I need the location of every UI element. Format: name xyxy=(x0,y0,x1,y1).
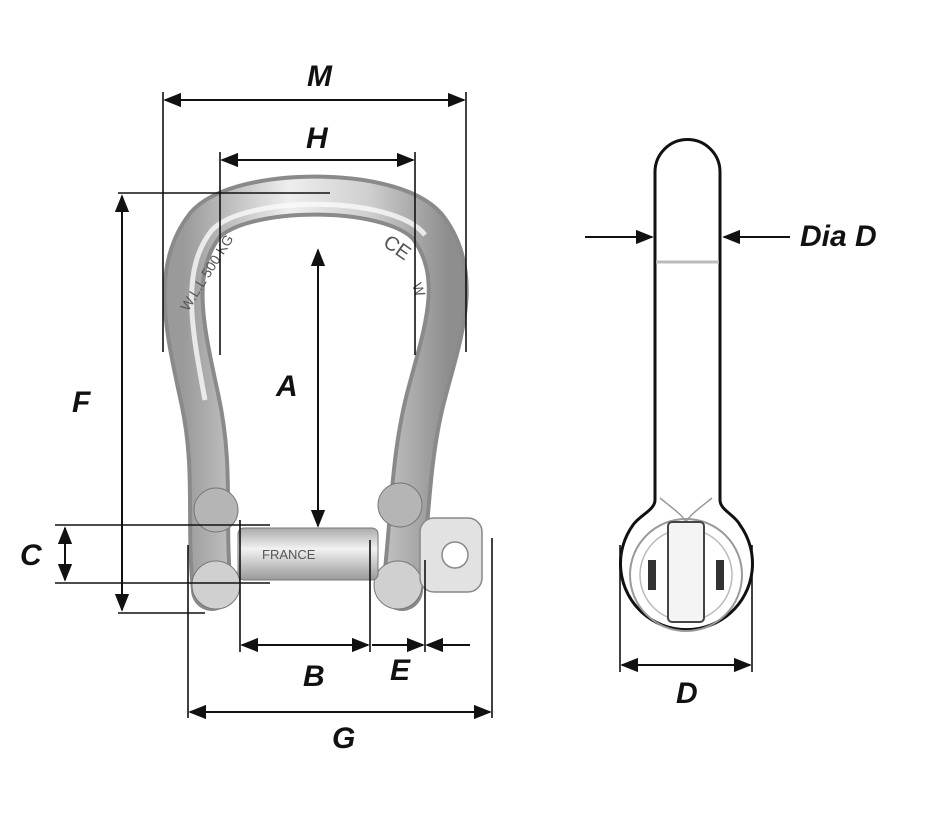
engraving-mark: W xyxy=(409,281,429,300)
shackle-photo: W.L.L 500 KG CE W FRANCE xyxy=(162,174,483,611)
dimension-b: B xyxy=(239,520,371,693)
label-g: G xyxy=(332,722,355,755)
dimension-d: D xyxy=(619,545,753,710)
dimension-h: H xyxy=(219,122,416,355)
dimension-c: C xyxy=(20,524,270,584)
label-a: A xyxy=(275,370,298,403)
dimension-f: F xyxy=(72,192,330,614)
label-b: B xyxy=(303,660,325,693)
engraving-origin: FRANCE xyxy=(262,547,316,562)
label-dia-d: Dia D xyxy=(800,220,877,253)
label-m: M xyxy=(307,60,333,93)
label-d: D xyxy=(676,677,698,710)
dimension-m: M xyxy=(162,60,467,352)
label-h: H xyxy=(306,122,329,155)
label-f: F xyxy=(72,386,91,419)
dimension-a: A xyxy=(275,248,326,528)
shackle-side-view xyxy=(619,138,754,632)
dimension-e: E xyxy=(372,560,470,687)
dimension-dia-d: Dia D xyxy=(585,220,877,253)
dimension-g: G xyxy=(187,538,493,755)
label-e: E xyxy=(390,654,411,687)
label-c: C xyxy=(20,539,43,572)
